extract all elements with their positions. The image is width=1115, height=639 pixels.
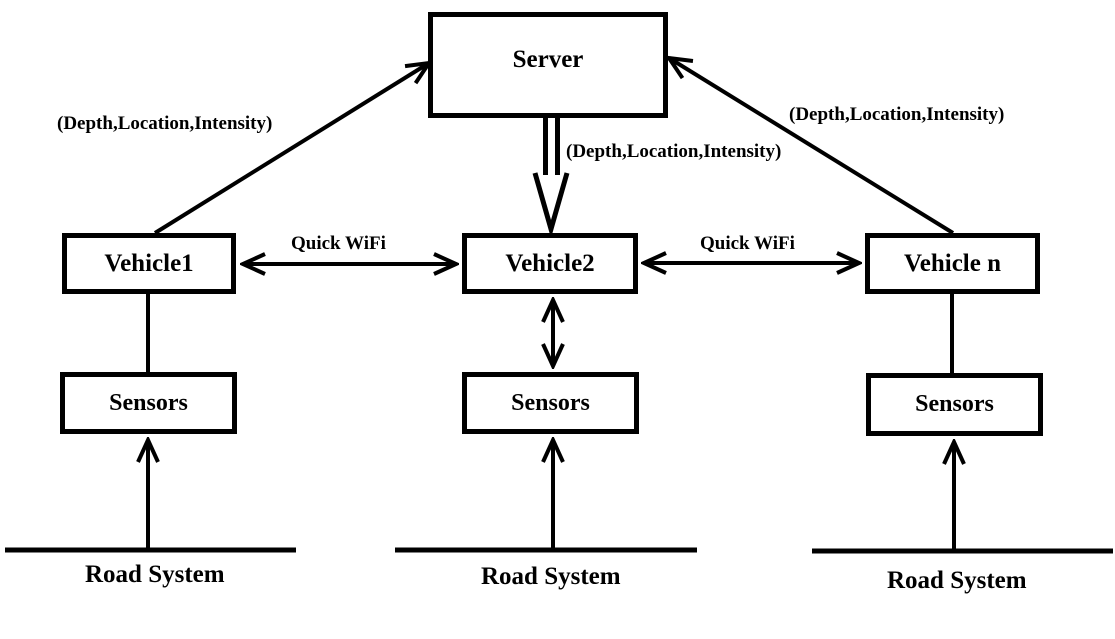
edge-label-wifi-left: Quick WiFi	[291, 233, 386, 254]
road-label-right: Road System	[887, 567, 1027, 594]
edge-vehiclen-to-server-line	[669, 58, 955, 235]
road-label-left: Road System	[85, 561, 225, 588]
node-sensors-middle-label: Sensors	[511, 389, 590, 416]
edge-label-downlink-center: (Depth,Location,Intensity)	[566, 141, 782, 162]
node-sensors-middle: Sensors	[462, 372, 639, 434]
edge-server-to-vehicle2-hollow-arrow	[532, 117, 570, 239]
node-vehicle-n: Vehicle n	[865, 233, 1040, 294]
node-server: Server	[428, 12, 668, 118]
node-vehicle1-label: Vehicle1	[104, 249, 194, 277]
node-vehicle2-label: Vehicle2	[505, 249, 595, 277]
node-vehicle2: Vehicle2	[462, 233, 638, 294]
node-sensors-right: Sensors	[866, 373, 1043, 436]
node-sensors-left-label: Sensors	[109, 389, 188, 416]
edge-label-wifi-right: Quick WiFi	[700, 233, 795, 254]
edge-vehicle1-to-server-line	[153, 63, 429, 235]
node-sensors-left: Sensors	[60, 372, 237, 434]
node-vehicle-n-label: Vehicle n	[904, 249, 1001, 277]
node-server-label: Server	[512, 46, 584, 73]
edge-label-uplink-left: (Depth,Location,Intensity)	[57, 113, 273, 134]
edge-label-uplink-right: (Depth,Location,Intensity)	[789, 104, 1005, 125]
node-sensors-right-label: Sensors	[915, 391, 994, 417]
road-label-middle: Road System	[481, 563, 621, 590]
node-vehicle1: Vehicle1	[62, 233, 236, 294]
